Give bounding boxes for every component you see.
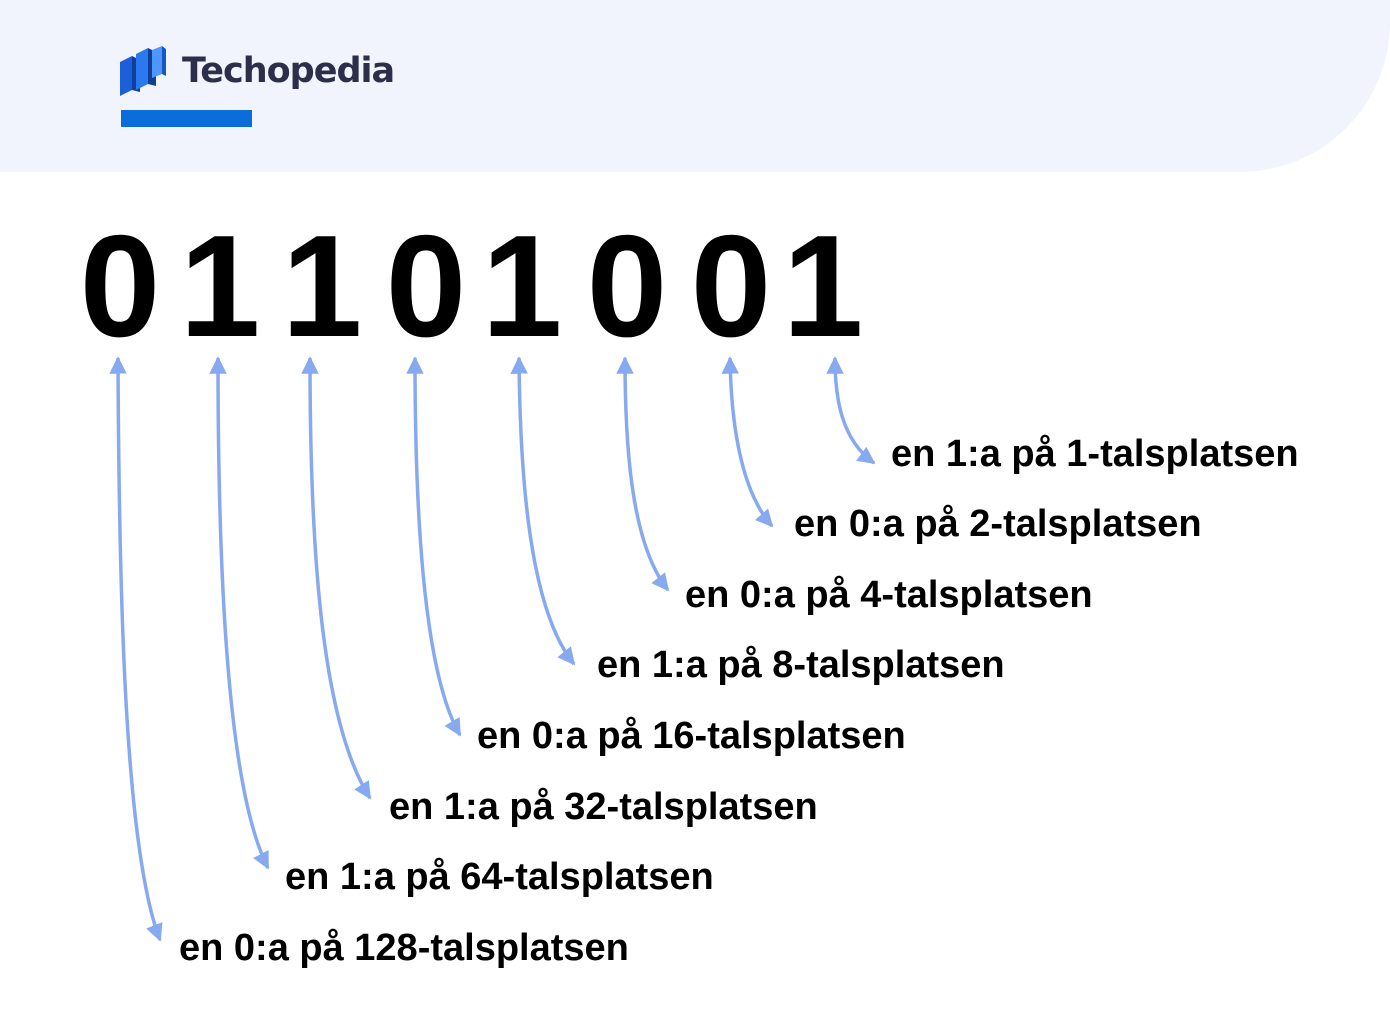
bit-1: 1 [782, 205, 864, 367]
header-band: Techopedia [0, 0, 1390, 172]
arrow-8 [510, 356, 576, 666]
bit-64: 1 [179, 205, 261, 367]
label-2: en 0:a på 2-talsplatsen [794, 503, 1202, 545]
label-128: en 0:a på 128-talsplatsen [179, 927, 629, 969]
bit-16: 0 [385, 205, 467, 367]
brand-name: Techopedia [182, 51, 395, 91]
arrow-4 [616, 356, 670, 592]
arrow-1 [826, 356, 876, 465]
label-4: en 0:a på 4-talsplatsen [685, 574, 1093, 616]
bit-8: 1 [481, 205, 563, 367]
arrow-64 [209, 356, 270, 870]
label-64: en 1:a på 64-talsplatsen [285, 856, 714, 898]
bit-32: 1 [281, 205, 363, 367]
techopedia-cube-logo-icon [120, 46, 166, 96]
label-8: en 1:a på 8-talsplatsen [597, 644, 1005, 686]
bit-128: 0 [79, 205, 161, 367]
arrow-2 [721, 356, 774, 528]
brand-underline [121, 110, 252, 127]
bit-2: 0 [690, 205, 772, 367]
label-1: en 1:a på 1-talsplatsen [891, 433, 1299, 475]
arrow-32 [301, 356, 372, 800]
brand-logo: Techopedia [118, 44, 395, 98]
arrow-128 [109, 356, 163, 942]
arrow-16 [406, 356, 462, 737]
label-32: en 1:a på 32-talsplatsen [389, 786, 818, 828]
label-16: en 0:a på 16-talsplatsen [477, 715, 906, 757]
bit-4: 0 [586, 205, 668, 367]
